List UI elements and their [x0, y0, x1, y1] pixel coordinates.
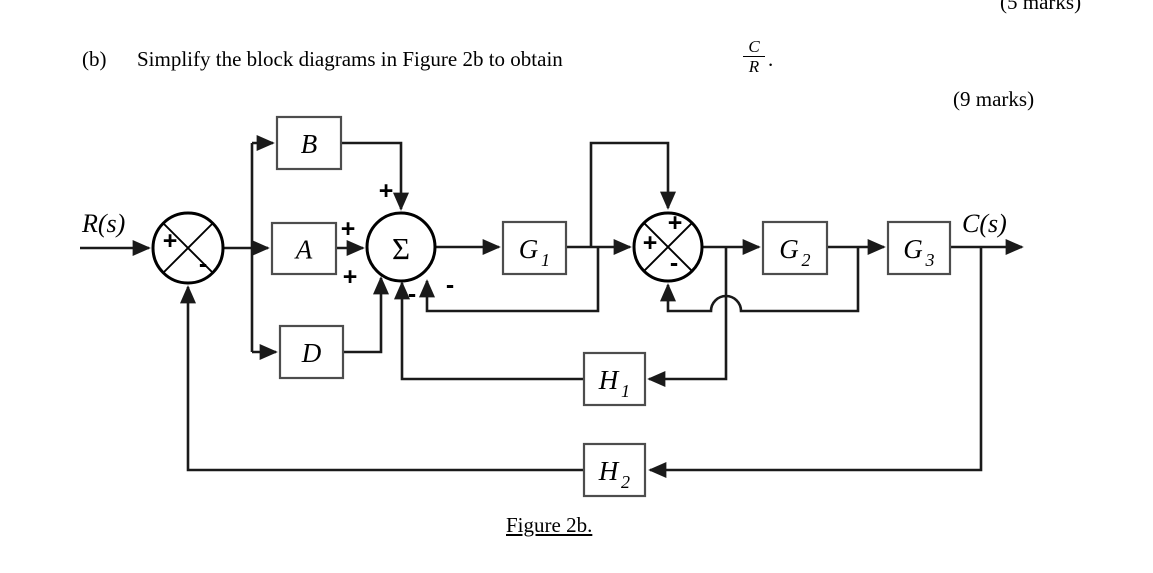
io-labels-layer: R(s) C(s)	[81, 209, 1007, 238]
wire-H1-to-sum2	[393, 281, 584, 381]
block-label: G	[519, 234, 539, 264]
question-label: (b)	[82, 47, 107, 71]
block-label: A	[294, 235, 313, 265]
block-outline	[278, 324, 345, 380]
junction-sign: +	[341, 215, 356, 243]
junction-sign: -	[408, 280, 416, 308]
block-label-subscript: 3	[925, 250, 935, 270]
wire-G2-feedback-to-sum3	[659, 247, 860, 313]
block-outline	[582, 351, 647, 407]
marks-allocation: (9 marks)	[953, 87, 1035, 111]
block-outline	[275, 115, 343, 171]
block-outline	[270, 221, 338, 276]
previous-question-marks: (5 marks)	[1000, 0, 1082, 14]
junction-sign: +	[163, 227, 178, 255]
block-label-subscript: 1	[621, 381, 630, 401]
block-label: D	[301, 338, 322, 368]
fraction-denominator: R	[748, 57, 760, 76]
junction-cross-line	[162, 222, 214, 274]
block-outline	[886, 220, 952, 276]
block-label: B	[301, 129, 318, 159]
block-label-subscript: 2	[621, 472, 630, 492]
junction-sign: +	[379, 177, 394, 205]
junction-sign: -	[670, 249, 678, 277]
fraction-bar	[743, 56, 765, 57]
block-a: A	[270, 221, 338, 276]
figure-caption: Figure 2b.	[506, 513, 593, 537]
fraction-numerator: C	[748, 37, 760, 56]
summing-junction-sum2: Σ + + + - -	[341, 177, 454, 308]
summing-junction-sum1: +-	[151, 211, 225, 285]
junction-circle	[365, 211, 437, 283]
junctions-layer: +-Σ+++--++-	[151, 177, 704, 308]
junction-sigma-symbol: Σ	[392, 231, 410, 266]
block-outline	[761, 220, 829, 276]
block-b: B	[275, 115, 343, 171]
input-signal-label: R(s)	[81, 209, 125, 238]
wire-sum3-branch-to-H1	[647, 247, 728, 388]
wire-H2-to-sum1	[179, 285, 584, 472]
junction-sign: -	[446, 271, 454, 299]
block-label: H	[598, 365, 620, 395]
transfer-function-fraction: C R	[741, 38, 767, 75]
block-label-subscript: 2	[802, 250, 811, 270]
block-label: H	[598, 456, 620, 486]
junction-sign: +	[643, 229, 658, 257]
junction-cross-line	[643, 222, 693, 272]
block-label: G	[903, 234, 923, 264]
summing-junction-sum3: ++-	[632, 209, 704, 283]
question-text: Simplify the block diagrams in Figure 2b…	[137, 47, 563, 71]
wire-G1-branch-to-sum2-bottom	[418, 247, 600, 313]
junction-sign: +	[668, 209, 683, 237]
block-label: G	[779, 234, 799, 264]
junction-sign: +	[343, 263, 358, 291]
wire-G1-branch-to-sum3-top	[589, 141, 677, 247]
wire-group	[80, 134, 1024, 479]
block-d: D	[278, 324, 345, 380]
wire-B-to-sum2	[341, 141, 410, 211]
block-label-subscript: 1	[541, 250, 550, 270]
wire-output-to-H2	[648, 247, 983, 479]
wire-D-to-sum2	[343, 276, 390, 354]
output-signal-label: C(s)	[962, 209, 1007, 238]
block-outline	[501, 220, 568, 276]
sentence-period: .	[768, 47, 774, 71]
block-outline	[582, 442, 647, 498]
junction-sign: -	[199, 250, 207, 278]
